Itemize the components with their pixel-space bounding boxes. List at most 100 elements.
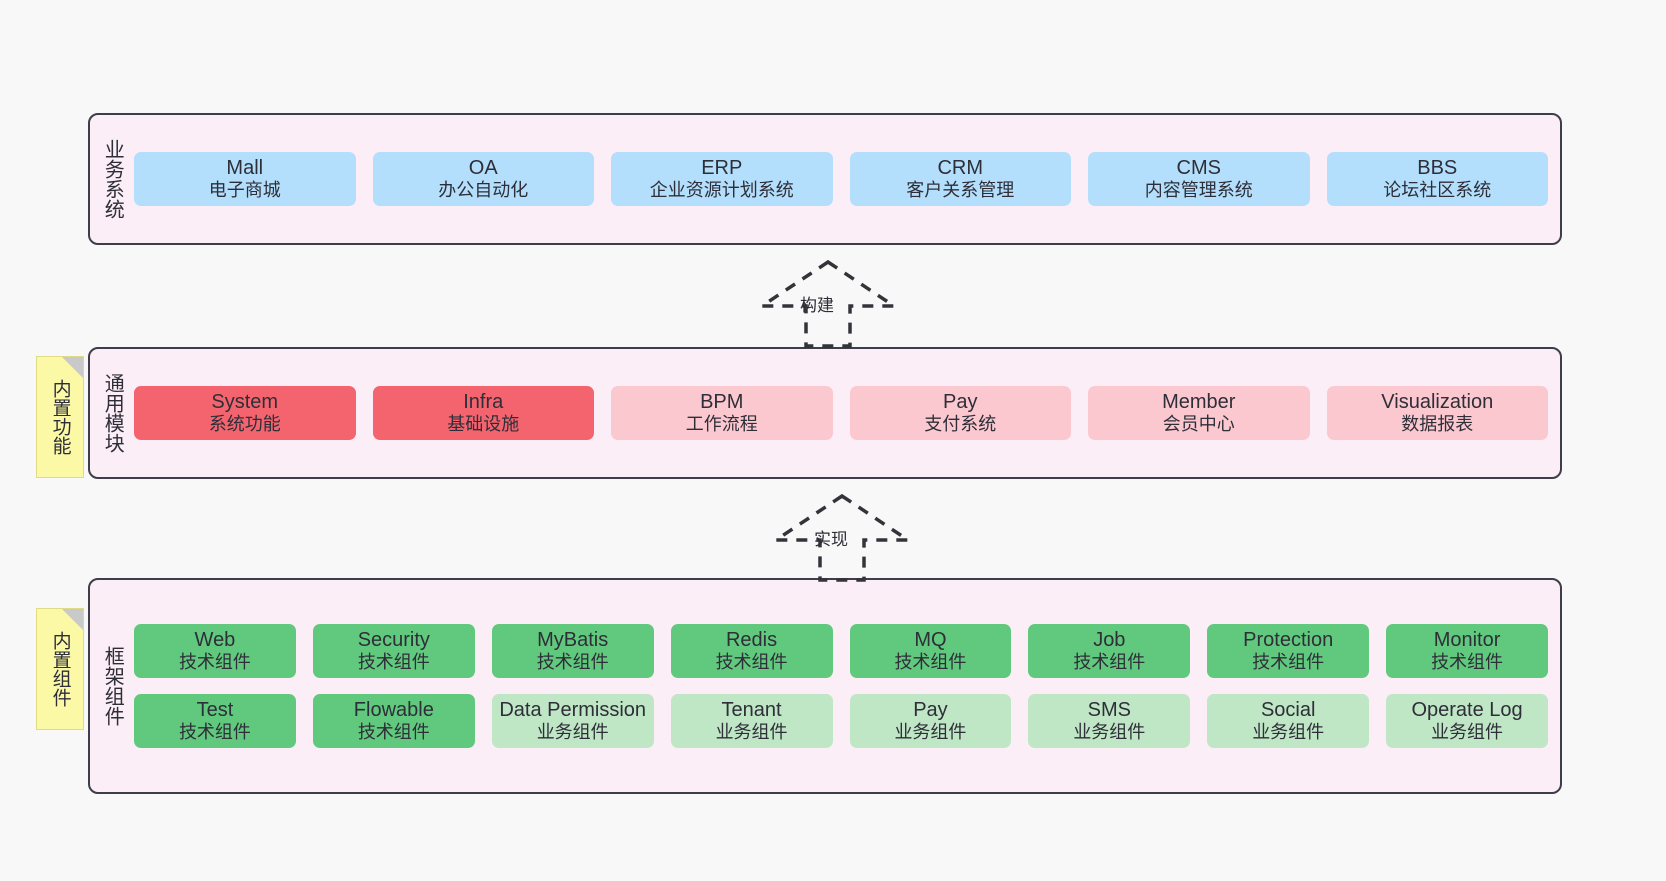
connector-implement-shape — [770, 493, 914, 582]
connector-build-label: 构建 — [800, 296, 834, 315]
layer-body-common-module: System 系统功能 Infra 基础设施 BPM 工作流程 Pay 支付系统… — [134, 349, 1560, 477]
node-row: System 系统功能 Infra 基础设施 BPM 工作流程 Pay 支付系统… — [134, 385, 1548, 441]
layer-body-framework-component: Web 技术组件 Security 技术组件 MyBatis 技术组件 Redi… — [134, 580, 1560, 792]
node-redis[interactable]: Redis 技术组件 — [670, 623, 833, 678]
node-test[interactable]: Test 技术组件 — [134, 694, 296, 749]
node-subtitle: 业务组件 — [715, 722, 788, 743]
node-title: Protection — [1243, 628, 1334, 651]
node-title: Web — [194, 628, 236, 651]
node-sms[interactable]: SMS 业务组件 — [1028, 694, 1191, 749]
node-subtitle: 客户关系管理 — [906, 180, 1015, 201]
node-title: Test — [196, 699, 234, 721]
node-title: Security — [357, 628, 430, 651]
node-system[interactable]: System 系统功能 — [134, 385, 356, 441]
node-title: MQ — [914, 628, 947, 651]
node-subtitle: 技术组件 — [1252, 652, 1325, 673]
layer-business-system: 业务系统 Mall 电子商城 OA 办公自动化 ERP 企业资源计划系统 CRM… — [88, 113, 1562, 245]
node-row-business: Test 技术组件 Flowable 技术组件 Data Permission … — [134, 694, 1548, 749]
node-title: ERP — [701, 156, 743, 179]
node-flowable[interactable]: Flowable 技术组件 — [312, 694, 475, 749]
node-title: Data Permission — [499, 699, 647, 721]
node-data-permission[interactable]: Data Permission 业务组件 — [491, 694, 654, 749]
node-title: Visualization — [1381, 390, 1494, 413]
node-subtitle: 业务组件 — [1431, 722, 1504, 743]
node-crm[interactable]: CRM 客户关系管理 — [849, 151, 1071, 207]
layer-common-module: 通用模块 System 系统功能 Infra 基础设施 BPM 工作流程 Pay… — [88, 347, 1562, 479]
node-title: SMS — [1087, 699, 1131, 721]
sticky-note-label: 内置组件 — [49, 631, 71, 707]
node-operate-log[interactable]: Operate Log 业务组件 — [1386, 694, 1548, 749]
node-title: Job — [1093, 628, 1126, 651]
node-subtitle: 业务组件 — [1252, 722, 1325, 743]
node-subtitle: 企业资源计划系统 — [649, 180, 794, 201]
connector-implement: 实现 — [770, 492, 914, 582]
node-subtitle: 会员中心 — [1162, 414, 1235, 435]
node-monitor[interactable]: Monitor 技术组件 — [1386, 623, 1548, 678]
node-pay-component[interactable]: Pay 业务组件 — [849, 694, 1012, 749]
node-title: Flowable — [353, 699, 434, 721]
connector-build-shape — [756, 259, 900, 348]
node-row: Mall 电子商城 OA 办公自动化 ERP 企业资源计划系统 CRM 客户关系… — [134, 151, 1548, 207]
sticky-note-label: 内置功能 — [49, 379, 71, 455]
node-subtitle: 技术组件 — [536, 652, 609, 673]
node-erp[interactable]: ERP 企业资源计划系统 — [611, 151, 833, 207]
node-tenant[interactable]: Tenant 业务组件 — [670, 694, 833, 749]
layer-title-framework-component: 框架组件 — [101, 646, 124, 726]
node-title: Member — [1162, 390, 1236, 413]
connector-implement-label: 实现 — [814, 530, 848, 549]
node-title: OA — [468, 156, 498, 179]
node-title: Social — [1260, 699, 1316, 721]
node-visualization[interactable]: Visualization 数据报表 — [1326, 385, 1548, 441]
node-subtitle: 电子商城 — [208, 180, 281, 201]
node-subtitle: 业务组件 — [894, 722, 967, 743]
node-mq[interactable]: MQ 技术组件 — [849, 623, 1012, 678]
layer-body-business-system: Mall 电子商城 OA 办公自动化 ERP 企业资源计划系统 CRM 客户关系… — [134, 115, 1560, 243]
node-row-technical: Web 技术组件 Security 技术组件 MyBatis 技术组件 Redi… — [134, 623, 1548, 678]
node-title: Mall — [226, 156, 264, 179]
node-title: CMS — [1176, 156, 1221, 179]
node-bbs[interactable]: BBS 论坛社区系统 — [1326, 151, 1548, 207]
note-fold-corner-icon — [62, 357, 83, 378]
node-subtitle: 工作流程 — [685, 414, 758, 435]
node-member[interactable]: Member 会员中心 — [1088, 385, 1310, 441]
node-bpm[interactable]: BPM 工作流程 — [611, 385, 833, 441]
node-subtitle: 内容管理系统 — [1144, 180, 1253, 201]
node-title: BBS — [1417, 156, 1458, 179]
node-oa[interactable]: OA 办公自动化 — [372, 151, 594, 207]
node-subtitle: 技术组件 — [357, 722, 430, 743]
sticky-note-builtin-function: 内置功能 — [36, 356, 84, 478]
node-title: CRM — [937, 156, 984, 179]
node-job[interactable]: Job 技术组件 — [1028, 623, 1191, 678]
node-pay-module[interactable]: Pay 支付系统 — [849, 385, 1071, 441]
connector-build: 构建 — [756, 258, 900, 348]
node-social[interactable]: Social 业务组件 — [1207, 694, 1370, 749]
node-subtitle: 技术组件 — [178, 722, 251, 743]
node-web[interactable]: Web 技术组件 — [134, 623, 296, 678]
node-subtitle: 业务组件 — [1073, 722, 1146, 743]
node-security[interactable]: Security 技术组件 — [312, 623, 475, 678]
node-title: Operate Log — [1411, 699, 1523, 721]
node-subtitle: 技术组件 — [357, 652, 430, 673]
node-subtitle: 支付系统 — [924, 414, 997, 435]
node-title: Pay — [943, 390, 978, 413]
node-subtitle: 技术组件 — [1431, 652, 1504, 673]
sticky-note-builtin-component: 内置组件 — [36, 608, 84, 730]
node-subtitle: 办公自动化 — [438, 180, 529, 201]
node-subtitle: 系统功能 — [208, 414, 281, 435]
node-subtitle: 技术组件 — [178, 652, 251, 673]
node-subtitle: 数据报表 — [1401, 414, 1474, 435]
layer-title-common-module: 通用模块 — [101, 373, 124, 453]
node-subtitle: 基础设施 — [447, 414, 520, 435]
node-cms[interactable]: CMS 内容管理系统 — [1088, 151, 1310, 207]
node-protection[interactable]: Protection 技术组件 — [1207, 623, 1370, 678]
node-title: System — [211, 390, 279, 413]
node-infra[interactable]: Infra 基础设施 — [372, 385, 594, 441]
node-subtitle: 业务组件 — [536, 722, 609, 743]
node-title: Monitor — [1433, 628, 1501, 651]
node-title: Tenant — [721, 699, 782, 721]
node-mybatis[interactable]: MyBatis 技术组件 — [491, 623, 654, 678]
node-title: Pay — [913, 699, 948, 721]
node-title: BPM — [700, 390, 744, 413]
node-mall[interactable]: Mall 电子商城 — [134, 151, 356, 207]
layer-title-business-system: 业务系统 — [101, 139, 124, 219]
